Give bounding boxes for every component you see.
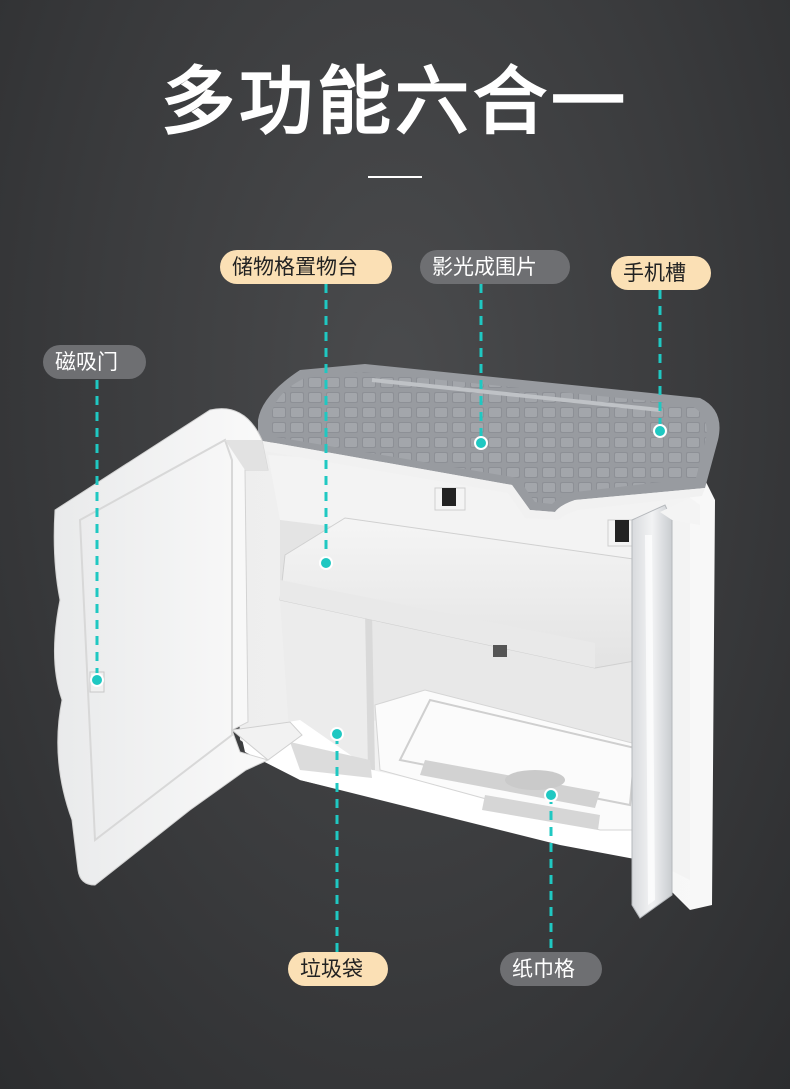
callout-dot-shelf bbox=[319, 556, 333, 570]
label-bag: 垃圾袋 bbox=[288, 952, 388, 986]
callout-dot-tissue bbox=[544, 788, 558, 802]
label-shelf: 储物格置物台 bbox=[220, 250, 392, 284]
label-door: 磁吸门 bbox=[43, 345, 146, 379]
label-phone: 手机槽 bbox=[611, 256, 711, 290]
callout-dot-phone bbox=[653, 424, 667, 438]
callout-lines bbox=[95, 284, 662, 952]
callout-dot-panel bbox=[474, 436, 488, 450]
top-tray bbox=[258, 364, 720, 520]
label-tissue: 纸巾格 bbox=[500, 952, 602, 986]
clear-side-panel bbox=[631, 498, 700, 919]
page-title: 多功能六合一 bbox=[161, 59, 629, 145]
label-panel: 影光成围片 bbox=[420, 250, 570, 284]
callout-dots bbox=[90, 424, 667, 802]
callout-dot-bag bbox=[330, 727, 344, 741]
title-divider bbox=[368, 176, 422, 178]
callout-dot-door bbox=[90, 673, 104, 687]
magnetic-door bbox=[53, 408, 303, 886]
